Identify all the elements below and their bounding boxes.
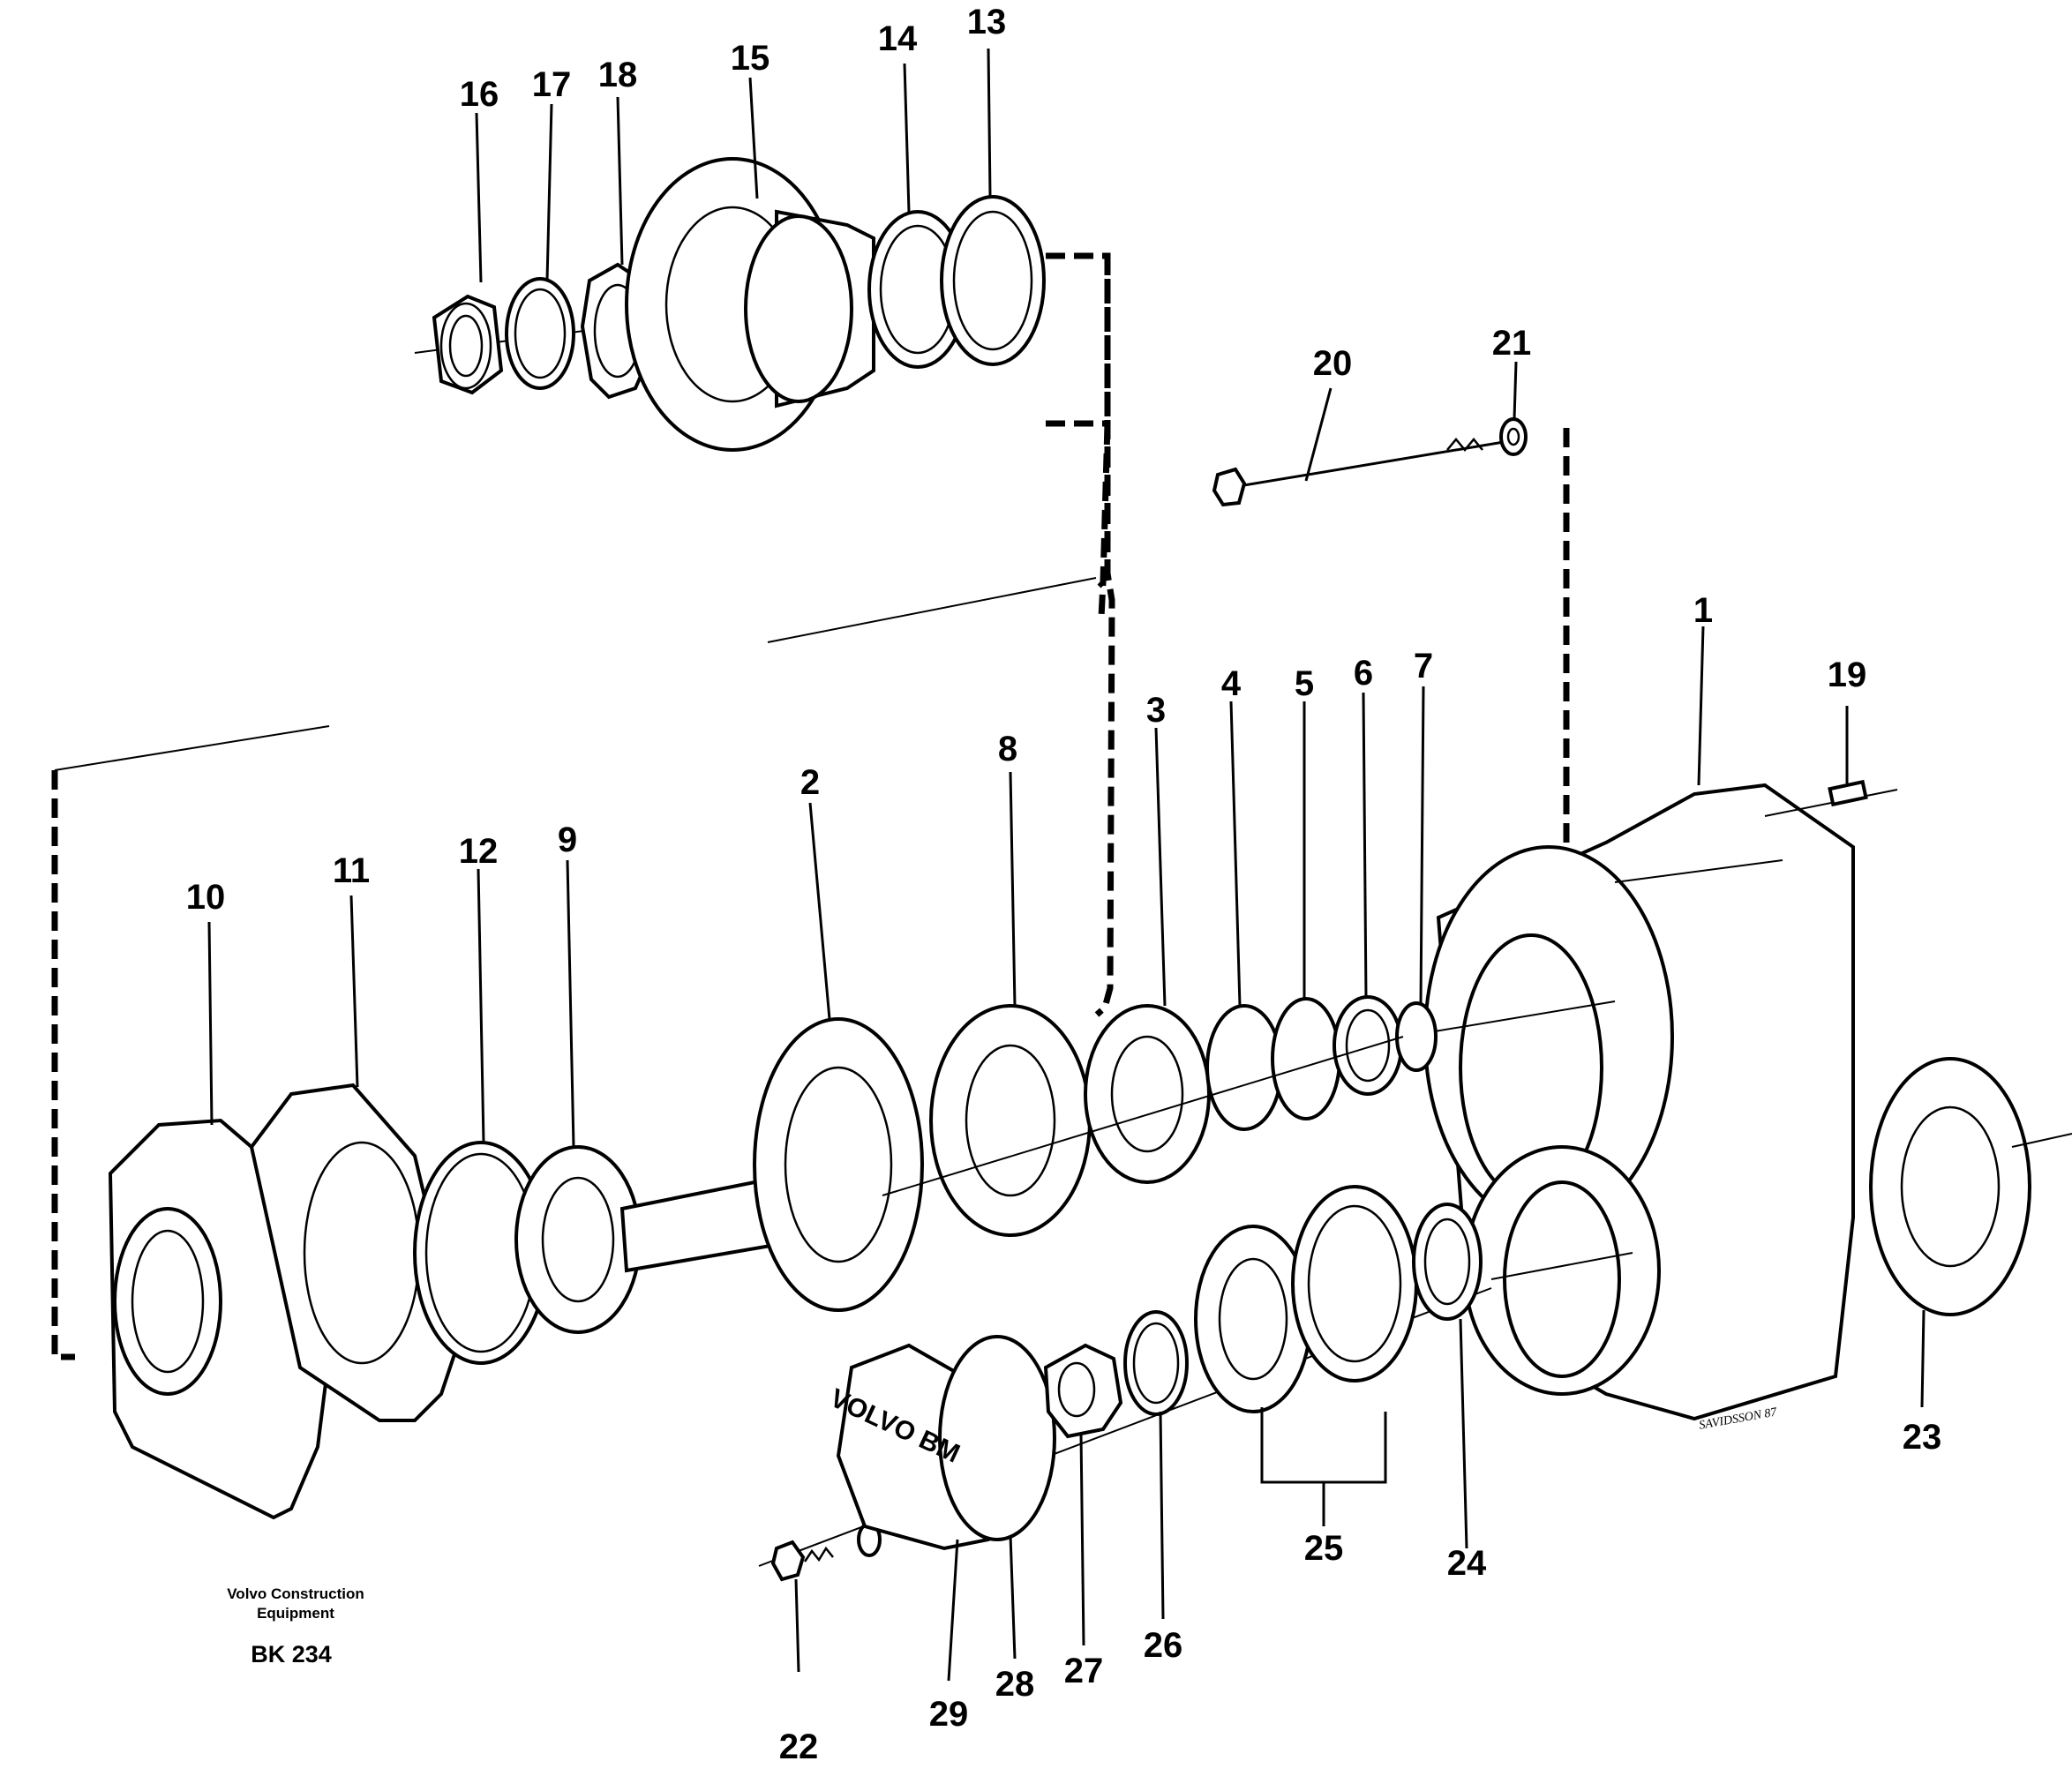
callout-4: 4 [1221, 664, 1242, 703]
callout-21: 21 [1492, 324, 1532, 363]
callout-9: 9 [558, 821, 577, 859]
callout-28: 28 [995, 1665, 1035, 1704]
callout-12: 12 [459, 832, 499, 871]
callout-24: 24 [1447, 1544, 1487, 1583]
footer-company-line2: Equipment [257, 1605, 334, 1622]
callout-1: 1 [1693, 591, 1713, 630]
callout-labels: 1 2 3 4 5 6 7 8 9 10 11 12 13 14 15 16 1… [186, 3, 1942, 1766]
callout-25: 25 [1304, 1529, 1344, 1568]
lower-assembly [758, 1185, 1492, 1582]
bolt-and-washer [1212, 417, 1528, 507]
callout-13: 13 [967, 3, 1007, 41]
top-hub-assembly [414, 157, 1046, 452]
callout-17: 17 [532, 65, 572, 104]
footer: Volvo Construction Equipment BK 234 [227, 1585, 364, 1667]
main-shaft-stack [108, 995, 1438, 1520]
callout-5: 5 [1295, 664, 1314, 703]
callout-3: 3 [1146, 691, 1166, 730]
callout-26: 26 [1144, 1626, 1183, 1665]
callout-18: 18 [598, 56, 638, 94]
callout-15: 15 [731, 39, 770, 78]
callout-8: 8 [998, 730, 1017, 768]
callout-20: 20 [1313, 344, 1353, 383]
callout-14: 14 [878, 19, 918, 58]
callout-6: 6 [1354, 654, 1373, 693]
callout-11: 11 [333, 851, 370, 890]
callout-29: 29 [929, 1695, 969, 1734]
callout-23: 23 [1903, 1418, 1942, 1457]
gear-23 [1869, 1057, 2072, 1316]
callout-7: 7 [1414, 647, 1433, 686]
callout-22: 22 [779, 1727, 819, 1766]
callout-19: 19 [1828, 656, 1867, 694]
callout-16: 16 [460, 75, 499, 114]
footer-code: BK 234 [251, 1641, 332, 1667]
gearbox-housing [1402, 779, 1898, 1421]
callout-10: 10 [186, 878, 226, 917]
leader-lines [207, 48, 1926, 1682]
footer-company-line1: Volvo Construction [227, 1585, 364, 1602]
callout-2: 2 [800, 763, 820, 802]
callout-27: 27 [1064, 1652, 1104, 1690]
